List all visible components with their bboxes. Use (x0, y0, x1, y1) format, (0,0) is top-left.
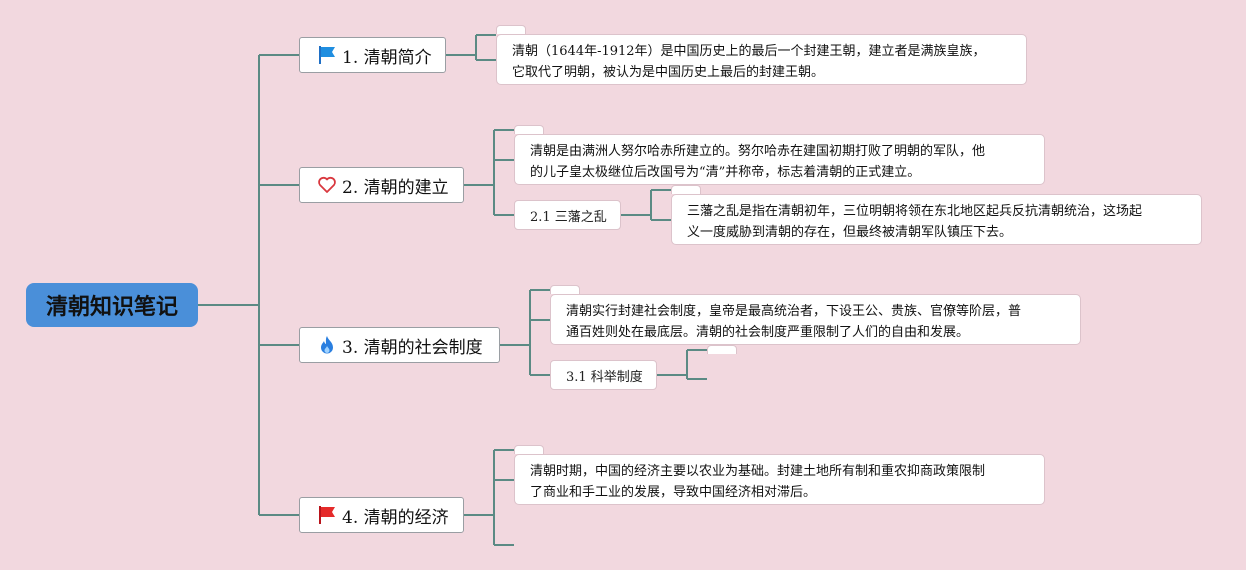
note-line: 它取代了明朝，被认为是中国历史上最后的封建王朝。 (512, 65, 825, 80)
note-economy[interactable]: 清朝时期，中国的经济主要以农业为基础。封建土地所有制和重农抑商政策限制 了商业和… (514, 454, 1045, 505)
note-tab (514, 445, 544, 454)
note-tab (496, 25, 526, 34)
note-line: 的儿子皇太极继位后改国号为“清”并称帝，标志着清朝的正式建立。 (530, 165, 921, 180)
note-tab (671, 185, 701, 194)
note-line: 了商业和手工业的发展，导致中国经济相对滞后。 (530, 485, 817, 500)
subtopic-label: 2.1 三藩之乱 (530, 209, 607, 225)
blue-flag-icon (317, 45, 337, 65)
fire-icon (317, 335, 337, 355)
topic-founding[interactable]: 2. 清朝的建立 (299, 167, 464, 203)
heart-icon (317, 175, 337, 195)
topic-label: 2. 清朝的建立 (342, 177, 449, 198)
note-tab (514, 125, 544, 134)
note-line: 清朝时期，中国的经济主要以农业为基础。封建土地所有制和重农抑商政策限制 (530, 464, 986, 479)
note-tab (707, 345, 737, 354)
topic-intro[interactable]: 1. 清朝简介 (299, 37, 446, 73)
note-line: 通百姓则处在最底层。清朝的社会制度严重限制了人们的自由和发展。 (566, 325, 970, 340)
note-line: 义一度威胁到清朝的存在，但最终被清朝军队镇压下去。 (687, 225, 1013, 240)
note-line: 三藩之乱是指在清朝初年，三位明朝将领在东北地区起兵反抗清朝统治，这场起 (687, 204, 1143, 219)
note-line: 清朝（1644年-1912年）是中国历史上的最后一个封建王朝，建立者是满族皇族， (512, 44, 986, 59)
subtopic-label: 3.1 科举制度 (566, 369, 643, 385)
note-tab (550, 285, 580, 294)
note-line: 清朝实行封建社会制度，皇帝是最高统治者，下设王公、贵族、官僚等阶层，普 (566, 304, 1022, 319)
red-flag-icon (317, 505, 337, 525)
topic-society[interactable]: 3. 清朝的社会制度 (299, 327, 500, 363)
note-intro[interactable]: 清朝（1644年-1912年）是中国历史上的最后一个封建王朝，建立者是满族皇族，… (496, 34, 1027, 85)
note-line: 清朝是由满洲人努尔哈赤所建立的。努尔哈赤在建国初期打败了明朝的军队，他 (530, 144, 986, 159)
root-topic[interactable]: 清朝知识笔记 (26, 283, 198, 327)
note-founding[interactable]: 清朝是由满洲人努尔哈赤所建立的。努尔哈赤在建国初期打败了明朝的军队，他 的儿子皇… (514, 134, 1045, 185)
topic-label: 1. 清朝简介 (342, 47, 432, 68)
topic-economy[interactable]: 4. 清朝的经济 (299, 497, 464, 533)
note-society[interactable]: 清朝实行封建社会制度，皇帝是最高统治者，下设王公、贵族、官僚等阶层，普 通百姓则… (550, 294, 1081, 345)
root-title: 清朝知识笔记 (45, 295, 178, 320)
topic-label: 4. 清朝的经济 (342, 507, 449, 528)
topic-label: 3. 清朝的社会制度 (342, 337, 483, 358)
note-sanfan[interactable]: 三藩之乱是指在清朝初年，三位明朝将领在东北地区起兵反抗清朝统治，这场起 义一度威… (671, 194, 1202, 245)
subtopic-sanfan[interactable]: 2.1 三藩之乱 (514, 200, 621, 230)
subtopic-keju[interactable]: 3.1 科举制度 (550, 360, 657, 390)
